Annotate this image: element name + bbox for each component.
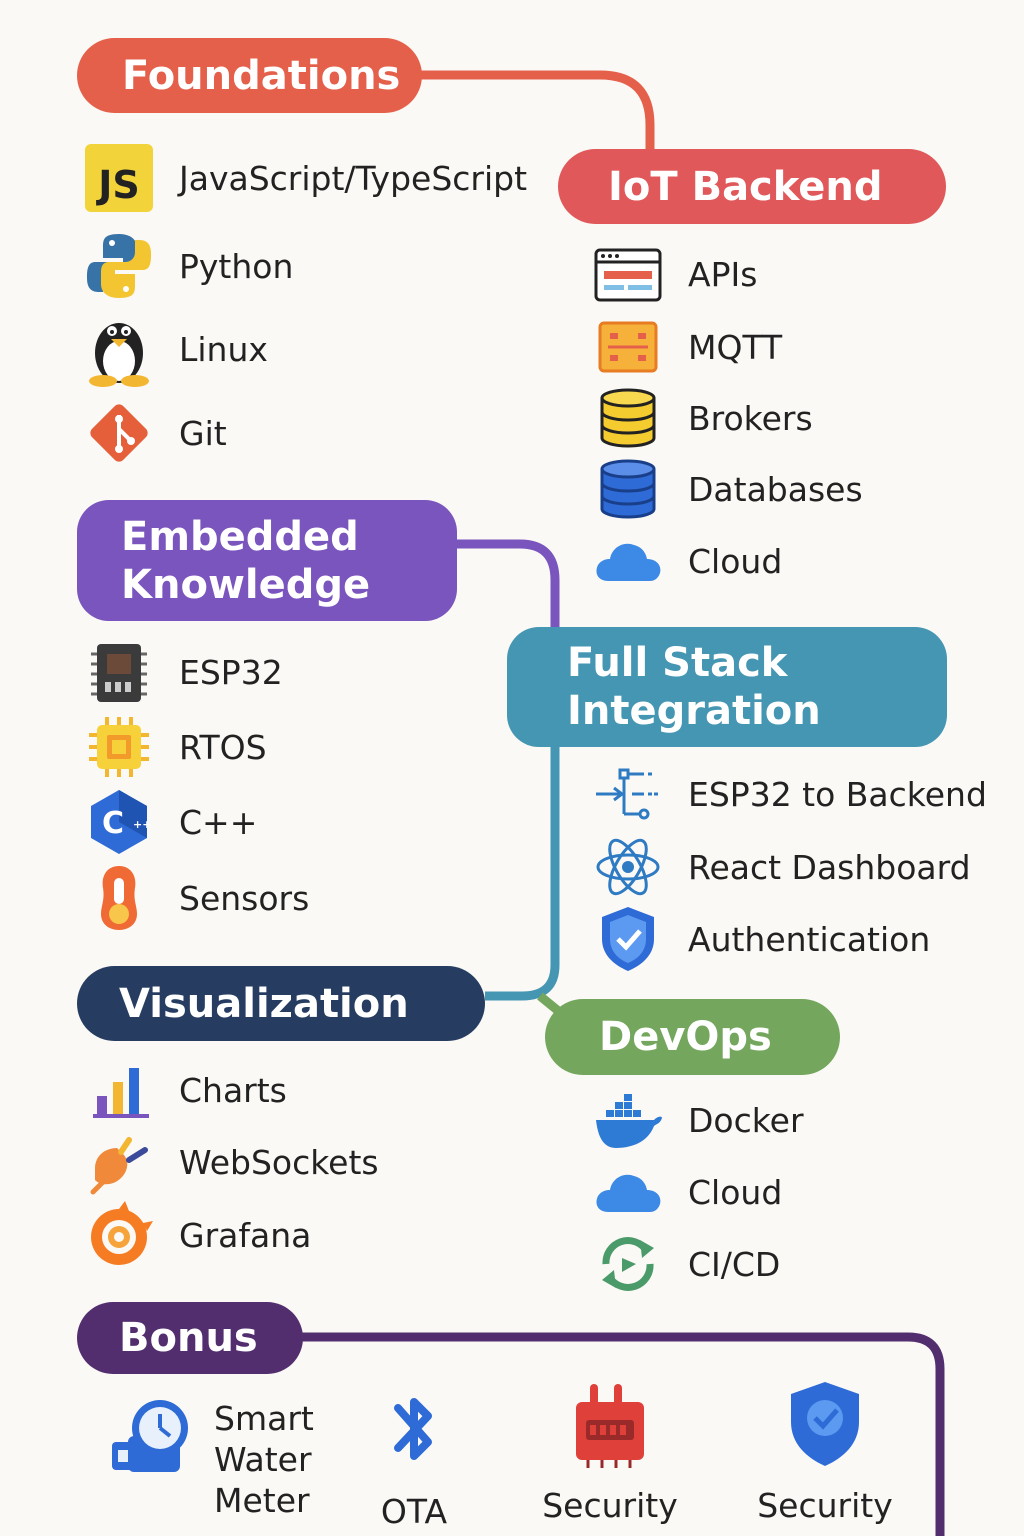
section-embedded-heading: Embedded Knowledge (77, 500, 457, 621)
cloud-icon (592, 1156, 664, 1228)
grafana-icon (83, 1199, 155, 1271)
cpp-icon: C ++ (83, 786, 155, 858)
list-item-rtos: RTOS (83, 711, 267, 783)
list-item-python: Python (83, 230, 293, 302)
cpu-chip-icon (83, 711, 155, 783)
list-item-esp32: ESP32 (83, 636, 283, 708)
list-item-javascript: JS JavaScript/TypeScript (83, 142, 527, 214)
list-item-cloud-backend: Cloud (592, 525, 782, 597)
list-item-linux: Linux (83, 313, 268, 387)
javascript-icon: JS (83, 142, 155, 214)
svg-text:++: ++ (133, 818, 151, 831)
section-foundations-heading: Foundations (77, 38, 422, 113)
bonus-item-smart-water-meter: Smart Water Meter (108, 1396, 314, 1521)
list-item-cpp: C ++ C ++ (83, 786, 257, 858)
git-icon (83, 397, 155, 469)
sensor-icon (83, 862, 155, 934)
docker-whale-icon (592, 1084, 664, 1156)
section-visualization-heading: Visualization (77, 966, 485, 1041)
list-item-grafana: Grafana (83, 1199, 311, 1271)
svg-text:C: C (102, 806, 124, 841)
list-item-cicd: CI/CD (592, 1228, 780, 1300)
cloud-icon (592, 525, 664, 597)
mqtt-board-icon (592, 311, 664, 383)
list-item-cloud-devops: Cloud (592, 1156, 782, 1228)
cycle-arrows-icon (592, 1228, 664, 1300)
list-item-brokers: Brokers (592, 382, 813, 454)
database-yellow-icon (592, 382, 664, 454)
section-fullstack-heading: Full Stack Integration (507, 627, 947, 747)
bonus-item-ota: OTA (364, 1386, 464, 1532)
list-item-react-dashboard: React Dashboard (592, 831, 971, 903)
shield-check-icon (592, 903, 664, 975)
water-meter-icon (108, 1396, 194, 1482)
list-item-mqtt: MQTT (592, 311, 782, 383)
list-item-authentication: Authentication (592, 903, 930, 975)
list-item-charts: Charts (83, 1054, 287, 1126)
section-iot-backend-heading: IoT Backend (558, 149, 946, 224)
list-item-databases: Databases (592, 453, 863, 525)
database-blue-icon (592, 453, 664, 525)
list-item-sensors: Sensors (83, 862, 309, 934)
list-item-docker: Docker (592, 1084, 804, 1156)
section-devops-heading: DevOps (545, 999, 840, 1075)
list-item-esp32-backend: ESP32 to Backend (592, 758, 987, 830)
svg-text:JS: JS (95, 163, 140, 207)
bonus-item-security-shield: Security (755, 1378, 895, 1526)
list-item-apis: APIs (592, 238, 757, 310)
esp32-chip-icon (83, 636, 155, 708)
list-item-websockets: WebSockets (83, 1126, 379, 1198)
circuit-board-icon (570, 1380, 650, 1480)
plug-icon (83, 1126, 155, 1198)
react-icon (592, 831, 664, 903)
bar-chart-icon (83, 1054, 155, 1126)
bonus-item-security-board: Security (540, 1380, 680, 1526)
python-icon (83, 230, 155, 302)
shield-check-icon (783, 1378, 867, 1478)
section-bonus-heading: Bonus (77, 1302, 303, 1374)
flow-arrows-icon (592, 758, 664, 830)
browser-window-icon (592, 238, 664, 310)
linux-penguin-icon (83, 313, 155, 387)
bluetooth-icon (384, 1386, 444, 1480)
list-item-git: Git (83, 397, 227, 469)
